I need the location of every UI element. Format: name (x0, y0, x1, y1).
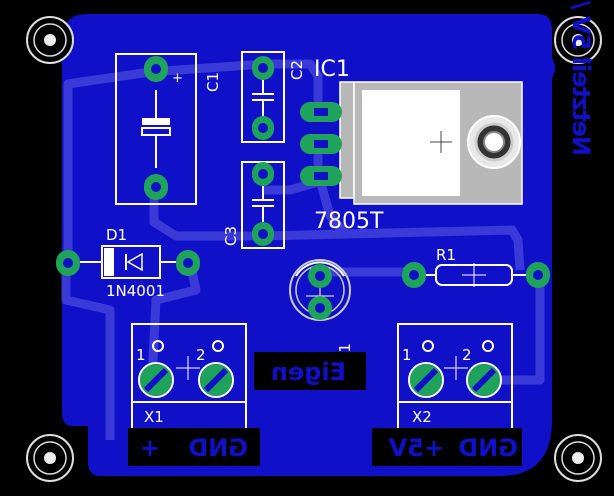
r1-label: R1 (436, 246, 456, 264)
output-gnd-label: GND (458, 434, 518, 462)
mounting-hole-icon (26, 434, 74, 482)
mounting-hole-icon (554, 434, 602, 482)
via-pad-icon (56, 250, 80, 276)
via-pad-icon (176, 250, 200, 276)
via-pad-icon (252, 222, 274, 246)
ic1-label: IC1 (314, 57, 350, 82)
x2-label: X2 (412, 408, 432, 426)
via-pad-icon (308, 264, 332, 288)
via-pad-icon (140, 364, 172, 396)
via-pad-icon (468, 364, 500, 396)
output-5v-label: +5V (388, 434, 444, 462)
x1-pin1-label: 1 (136, 346, 146, 364)
via-pad-icon (252, 162, 274, 186)
eigen-label-bg (254, 352, 366, 390)
c1-plus-mark: + (172, 71, 183, 86)
x1-pin2-label: 2 (196, 346, 206, 364)
x1-label: X1 (144, 408, 164, 426)
d1-label: D1 (106, 226, 127, 244)
regulator-part-label: 7805T (314, 209, 384, 234)
x2-pin1-label: 1 (402, 346, 412, 364)
input-gnd-label: GND (188, 434, 248, 462)
terminal-x1: 1 2 X1 (131, 323, 247, 431)
via-pad-icon (252, 116, 274, 140)
c3-label: C3 (222, 226, 240, 246)
mounting-holes (26, 16, 602, 482)
c2-label: C2 (288, 60, 306, 80)
via-pad-icon (410, 364, 442, 396)
via-pad-icon (144, 174, 168, 200)
output-label-bg (372, 428, 522, 466)
via-pad-icon (300, 134, 342, 154)
capacitor-c2: C2 (241, 51, 306, 143)
via-pad-icon (300, 166, 342, 186)
via-pad-icon (308, 296, 332, 320)
eigen-label: Eigen (271, 358, 346, 386)
via-pad-icon (300, 102, 342, 122)
trace-diode-x1 (147, 261, 201, 381)
d1-part-label: 1N4001 (106, 282, 165, 300)
mounting-hole-icon (554, 16, 602, 64)
trace-x2 (488, 270, 545, 385)
via-pad-icon (200, 364, 232, 396)
x2-pin2-label: 2 (462, 346, 472, 364)
via-pad-icon (402, 262, 426, 288)
via-pad-icon (526, 262, 550, 288)
c1-label: C1 (204, 72, 222, 92)
input-plus-label: + (140, 434, 160, 462)
trace-left (61, 262, 115, 440)
via-pad-icon (144, 56, 168, 82)
bottom-layer-labels: Eigen + GND +5V GND Netzteil 5V / 1A (128, 0, 606, 466)
board-title-label: Netzteil 5V / 1A (567, 0, 595, 156)
title-label-bg (560, 150, 606, 358)
diode-d1: D1 1N4001 (80, 226, 182, 300)
input-label-bg (128, 428, 260, 466)
mounting-hole-icon (26, 16, 74, 64)
trace-reg-out (315, 178, 352, 240)
capacitor-c1: + C1 (115, 53, 222, 205)
c1-outline (115, 53, 197, 205)
regulator-ic1: IC1 7805T (314, 57, 523, 234)
via-pad-icon (252, 56, 274, 80)
pads (56, 56, 550, 396)
